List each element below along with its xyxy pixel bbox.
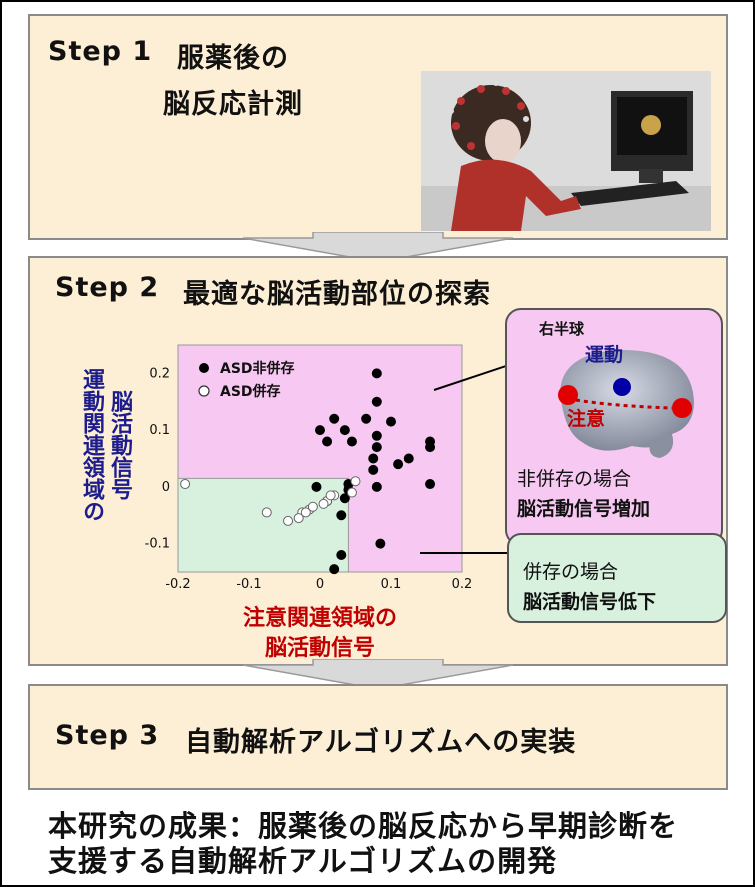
point-noncomorbid xyxy=(425,442,436,453)
legend-open-label: ASD併存 xyxy=(220,383,281,400)
point-noncomorbid xyxy=(375,538,386,549)
region-green xyxy=(178,478,349,572)
x-tick-label: 0 xyxy=(316,577,324,592)
point-noncomorbid xyxy=(368,453,379,464)
x-tick-label: 0.1 xyxy=(381,577,402,592)
point-noncomorbid xyxy=(361,413,372,424)
point-noncomorbid xyxy=(336,510,347,521)
step3-title: 自動解析アルゴリズムへの実装 xyxy=(185,727,577,758)
point-comorbid xyxy=(307,501,318,512)
result-line1: 本研究の成果：服薬後の脳反応から早期診断を xyxy=(48,809,679,843)
point-noncomorbid xyxy=(425,479,436,490)
y-tick-label: 0.1 xyxy=(149,423,170,438)
step3-label: Step 3 xyxy=(55,720,160,751)
x-tick-label: -0.2 xyxy=(165,577,190,592)
x-axis-label-line1: 注意関連領域の xyxy=(242,606,397,631)
point-comorbid xyxy=(325,490,336,501)
point-noncomorbid xyxy=(339,493,350,504)
point-comorbid xyxy=(261,507,272,518)
y-axis-label-line2: 脳活動信号 xyxy=(107,390,132,500)
result-line2: 支援する自動解析アルゴリズムの開発 xyxy=(48,844,558,878)
x-tick-label: 0.2 xyxy=(452,577,473,592)
point-noncomorbid xyxy=(403,453,414,464)
legend-filled-label: ASD非併存 xyxy=(220,360,295,377)
point-noncomorbid xyxy=(311,481,322,492)
point-noncomorbid xyxy=(371,396,382,407)
legend-filled-marker xyxy=(199,363,209,373)
point-noncomorbid xyxy=(329,564,340,575)
point-noncomorbid xyxy=(371,430,382,441)
point-noncomorbid xyxy=(339,425,350,436)
comorbid-effect: 脳活動信号低下 xyxy=(523,591,657,613)
point-comorbid xyxy=(346,487,357,498)
step1-title-line1: 服薬後の xyxy=(177,43,289,74)
legend-open-marker xyxy=(198,385,210,397)
attention-region-right xyxy=(672,398,692,418)
noncomorbid-case-label: 非併存の場合 xyxy=(517,468,632,490)
point-noncomorbid xyxy=(371,481,382,492)
point-noncomorbid xyxy=(371,442,382,453)
measurement-photo xyxy=(421,71,711,231)
point-noncomorbid xyxy=(336,549,347,560)
point-noncomorbid xyxy=(386,416,396,427)
region-boundary xyxy=(178,477,349,572)
point-comorbid xyxy=(180,479,191,490)
point-noncomorbid xyxy=(371,368,382,379)
comorbid-panel: 併存の場合 脳活動信号低下 xyxy=(507,533,727,623)
point-comorbid xyxy=(318,498,329,509)
noncomorbid-effect: 脳活動信号増加 xyxy=(517,498,651,520)
point-noncomorbid xyxy=(329,413,340,424)
x-tick-label: -0.1 xyxy=(236,577,261,592)
x-axis-label-line2: 脳活動信号 xyxy=(264,636,375,661)
scatter-plot: -0.2 -0.1 0 0.1 0.2 0.2 0.1 0 -0.1 ASD非併存 ASD併存 xyxy=(145,344,473,592)
y-tick-label: 0 xyxy=(162,480,170,495)
attention-label: 注意 xyxy=(567,408,606,430)
point-comorbid xyxy=(300,507,311,518)
point-noncomorbid xyxy=(393,459,404,470)
y-tick-label: 0.2 xyxy=(149,366,170,381)
y-axis-label-line1: 運動関連領域の xyxy=(79,368,104,522)
pointer-lines xyxy=(420,363,520,554)
step1-title-line2: 脳反応計測 xyxy=(163,89,303,120)
step1-label: Step 1 xyxy=(48,36,153,67)
step3-panel: Step 3 自動解析アルゴリズムへの実装 xyxy=(28,684,728,790)
point-noncomorbid xyxy=(346,436,357,447)
motor-label: 運動 xyxy=(585,344,624,366)
brain-panel: 右半球 運動 注意 非併存の場合 脳活動信号増加 xyxy=(505,308,723,546)
point-comorbid xyxy=(350,476,361,487)
step1-panel: Step 1 服薬後の 脳反応計測 xyxy=(28,14,728,240)
point-comorbid xyxy=(283,515,294,526)
point-comorbid xyxy=(293,513,304,524)
comorbid-case-label: 併存の場合 xyxy=(523,561,619,583)
brain-illustration xyxy=(558,350,694,458)
point-noncomorbid xyxy=(315,425,325,436)
down-arrow-2 xyxy=(243,659,513,689)
step2-title: 最適な脳活動部位の探索 xyxy=(183,279,491,310)
attention-region-left xyxy=(558,385,578,405)
hemisphere-label: 右半球 xyxy=(539,320,585,338)
plot-border xyxy=(177,344,463,573)
down-arrow-1 xyxy=(243,232,513,262)
motor-region-dot xyxy=(613,378,631,396)
y-tick-label: -0.1 xyxy=(145,537,170,552)
point-noncomorbid xyxy=(368,464,379,475)
step2-label: Step 2 xyxy=(55,272,160,303)
point-noncomorbid xyxy=(322,436,333,447)
